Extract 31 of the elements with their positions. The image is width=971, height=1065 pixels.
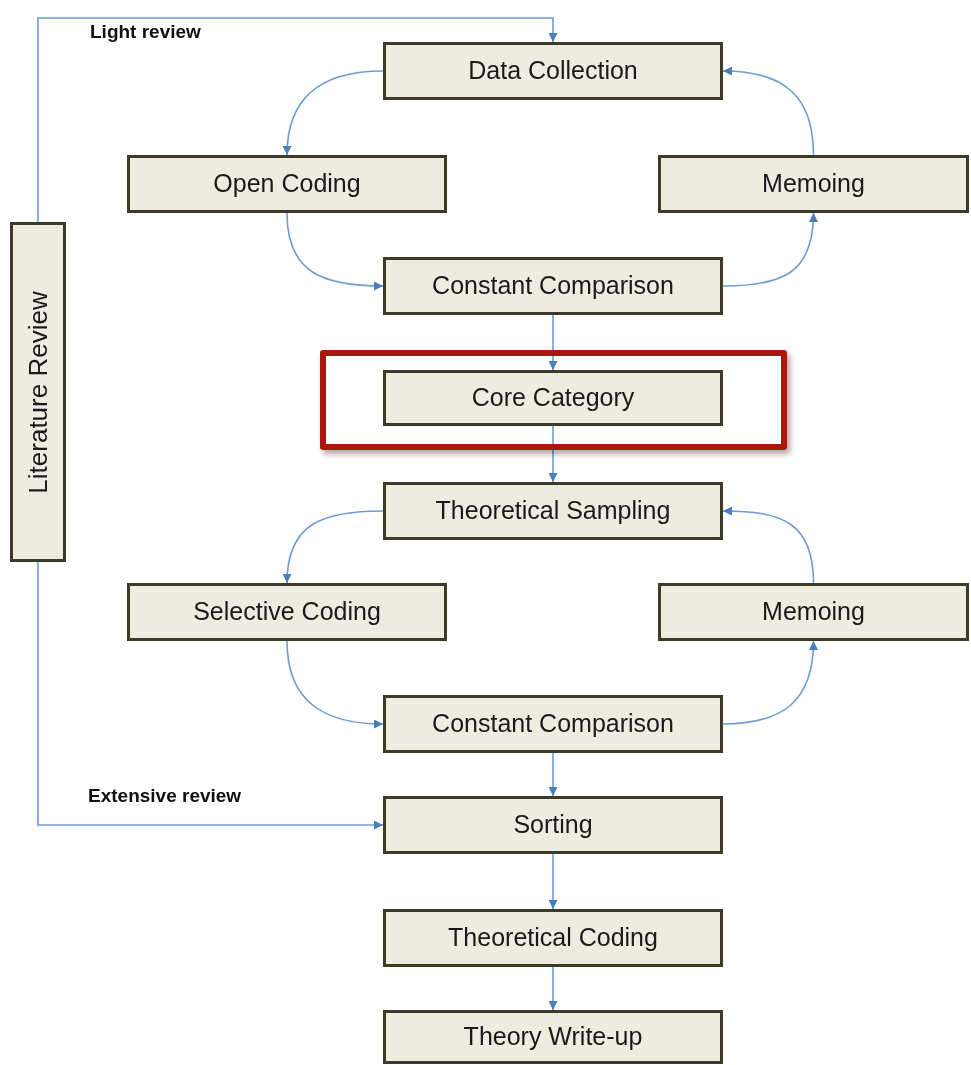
arrow <box>722 506 815 584</box>
arrow <box>548 752 558 797</box>
arrow <box>37 561 384 830</box>
arrow <box>282 70 384 156</box>
process-box: Theory Write-up <box>383 1010 723 1064</box>
arrow <box>722 640 818 725</box>
arrow <box>548 966 558 1011</box>
arrow <box>548 853 558 910</box>
arrow <box>548 425 558 483</box>
process-box: Core Category <box>383 370 723 426</box>
arrow <box>286 212 384 291</box>
process-box: Selective Coding <box>127 583 447 641</box>
process-box: Open Coding <box>127 155 447 213</box>
process-box: Theoretical Sampling <box>383 482 723 540</box>
arrow <box>283 510 384 584</box>
arrow <box>548 314 558 371</box>
process-box: Constant Comparison <box>383 257 723 315</box>
process-box: Theoretical Coding <box>383 909 723 967</box>
edge-label: Light review <box>90 22 201 41</box>
process-box: Memoing <box>658 155 969 213</box>
arrow <box>37 17 558 223</box>
process-box: Constant Comparison <box>383 695 723 753</box>
arrow <box>722 212 818 287</box>
edge-label: Extensive review <box>88 786 242 805</box>
process-box: Memoing <box>658 583 969 641</box>
process-box: Data Collection <box>383 42 723 100</box>
process-box: Sorting <box>383 796 723 854</box>
highlight-frame <box>320 350 787 450</box>
arrow <box>722 66 815 156</box>
arrow <box>286 640 384 729</box>
process-box: Literature Review <box>10 222 66 562</box>
